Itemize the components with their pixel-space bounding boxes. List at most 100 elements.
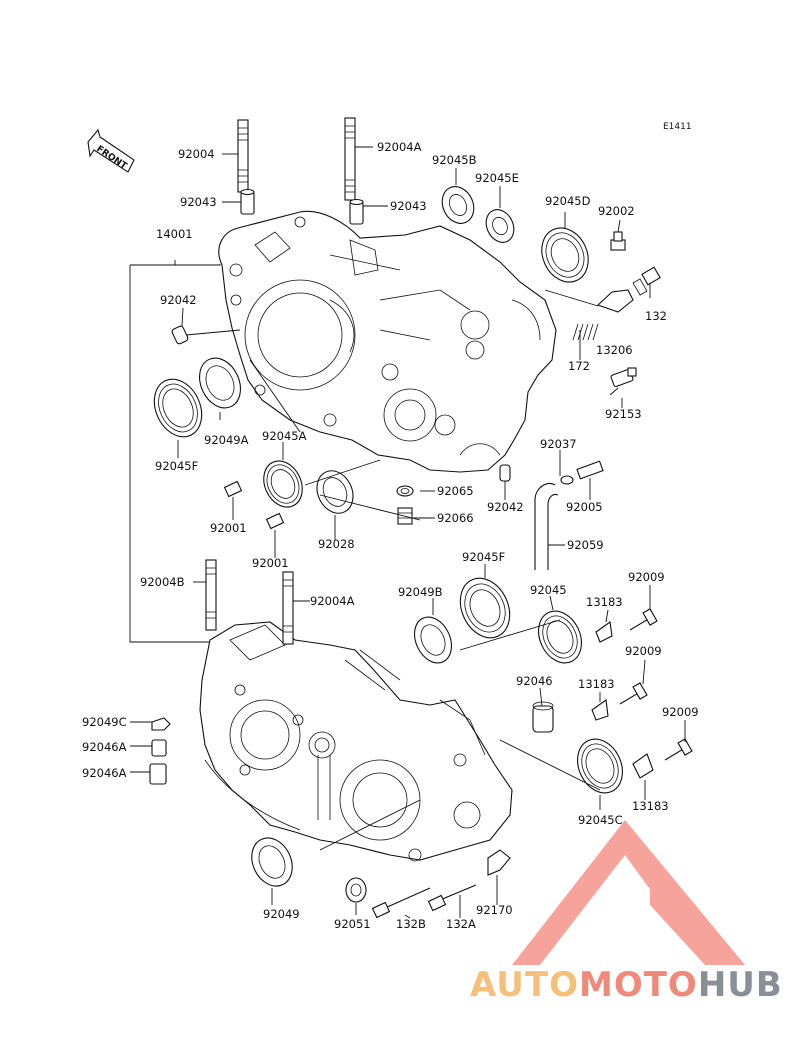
bearing-92046 — [532, 701, 554, 733]
bolt-92001-a — [223, 480, 243, 498]
label-13183-b: 13183 — [578, 677, 615, 691]
bearing-92045a — [263, 460, 303, 508]
label-92170: 92170 — [476, 903, 513, 917]
label-13183-c: 13183 — [632, 799, 669, 813]
watermark-part-moto: MOTO — [579, 965, 698, 1005]
hose-92059 — [534, 482, 559, 570]
label-92004a-mid: 92004A — [310, 594, 355, 608]
label-92037: 92037 — [540, 437, 577, 451]
nut-92049c — [151, 717, 171, 731]
watermark-logo — [512, 820, 745, 965]
screw-92009-b — [619, 682, 648, 705]
label-92153: 92153 — [605, 407, 642, 421]
bearing-92045f-mid — [459, 577, 511, 639]
label-92045d: 92045D — [545, 194, 591, 208]
label-14001: 14001 — [156, 227, 193, 241]
label-92045e: 92045E — [475, 171, 519, 185]
washer-92065 — [396, 485, 414, 497]
seal-92049b — [414, 616, 452, 664]
bolt-132 — [632, 266, 661, 296]
label-92049b: 92049B — [398, 585, 443, 599]
bushing-92046a-b — [149, 763, 167, 785]
bearing-92045b — [441, 186, 475, 224]
dowel-92043-right — [349, 198, 364, 225]
bolt-92002 — [610, 231, 626, 251]
dowel-92042-left — [171, 325, 189, 345]
label-92001-a: 92001 — [210, 521, 247, 535]
stud-92004b — [205, 559, 217, 631]
label-132a: 132A — [446, 917, 476, 931]
part-labels: E1411 92004 92004A 92045B 92045E 92045D … — [82, 122, 699, 931]
watermark-part-auto: AUTO — [470, 965, 579, 1005]
watermark-part-hub: HUB — [698, 965, 783, 1005]
screw-92009-a — [629, 608, 658, 631]
label-92002: 92002 — [598, 204, 635, 218]
fitting-92005 — [576, 460, 604, 480]
label-92046a-b: 92046A — [82, 766, 127, 780]
dowel-92043-left — [240, 188, 255, 215]
bearing-92045e — [485, 209, 515, 243]
stud-92004a-top — [344, 117, 356, 201]
bearing-92045d — [541, 227, 589, 283]
label-92045: 92045 — [530, 583, 567, 597]
label-172: 172 — [568, 359, 590, 373]
stud-92004a-mid — [282, 571, 294, 645]
label-92049: 92049 — [263, 907, 300, 921]
seal-92049a — [199, 357, 241, 409]
plate-13183-b — [591, 699, 609, 721]
label-92045b: 92045B — [432, 153, 477, 167]
label-92045f-mid: 92045F — [462, 550, 505, 564]
label-92043-left: 92043 — [180, 195, 217, 209]
bearing-92045c — [577, 738, 623, 794]
label-92046: 92046 — [516, 674, 553, 688]
dowel-92042-right — [499, 464, 511, 482]
upper-crankcase — [218, 210, 557, 473]
label-132b: 132B — [396, 917, 426, 931]
label-92046a-a: 92046A — [82, 740, 127, 754]
label-92049a: 92049A — [204, 433, 249, 447]
clamp-92170 — [487, 849, 511, 876]
label-132: 132 — [645, 309, 667, 323]
label-92028: 92028 — [318, 537, 355, 551]
svg-text:AUTOMOTOHUB: AUTOMOTOHUB — [470, 965, 783, 1005]
label-92065: 92065 — [437, 484, 474, 498]
label-92009-a: 92009 — [628, 570, 665, 584]
ring-92037 — [560, 475, 574, 485]
label-92004b: 92004B — [140, 575, 185, 589]
label-92042-left: 92042 — [160, 293, 197, 307]
label-92004: 92004 — [178, 147, 215, 161]
plate-13183-a — [595, 621, 613, 643]
label-92005: 92005 — [566, 500, 603, 514]
label-92009-b: 92009 — [625, 644, 662, 658]
plate-13183-c — [632, 753, 654, 779]
bolt-132a — [427, 884, 477, 912]
label-92045a: 92045A — [262, 429, 307, 443]
screw-92009-c — [664, 738, 693, 761]
label-13206: 13206 — [596, 343, 633, 357]
front-arrow-icon: FRONT — [87, 128, 135, 173]
spring-172 — [572, 323, 599, 341]
bearing-92045f-left — [153, 378, 203, 438]
bolt-92001-b — [265, 512, 285, 530]
bushing-92046a-a — [151, 739, 167, 757]
label-92004a-top: 92004A — [377, 140, 422, 154]
seal-92028 — [316, 470, 354, 514]
stud-92004 — [237, 119, 249, 193]
label-92059: 92059 — [567, 538, 604, 552]
bearing-92045 — [538, 610, 582, 664]
lower-crankcase — [199, 621, 513, 862]
label-92049c: 92049C — [82, 715, 127, 729]
leader-lines — [129, 146, 686, 919]
diagram-code: E1411 — [663, 122, 692, 132]
label-92043-right: 92043 — [390, 199, 427, 213]
bracket-13206 — [596, 289, 634, 313]
label-92001-b: 92001 — [252, 556, 289, 570]
label-92045c: 92045C — [578, 813, 623, 827]
watermark-text: AUTOMOTOHUB — [470, 965, 783, 1005]
bolt-132b — [371, 887, 431, 919]
label-92045f-left: 92045F — [155, 459, 198, 473]
label-92009-c: 92009 — [662, 705, 699, 719]
seal-92051 — [345, 877, 367, 903]
label-92051: 92051 — [334, 917, 371, 931]
label-13183-a: 13183 — [586, 595, 623, 609]
